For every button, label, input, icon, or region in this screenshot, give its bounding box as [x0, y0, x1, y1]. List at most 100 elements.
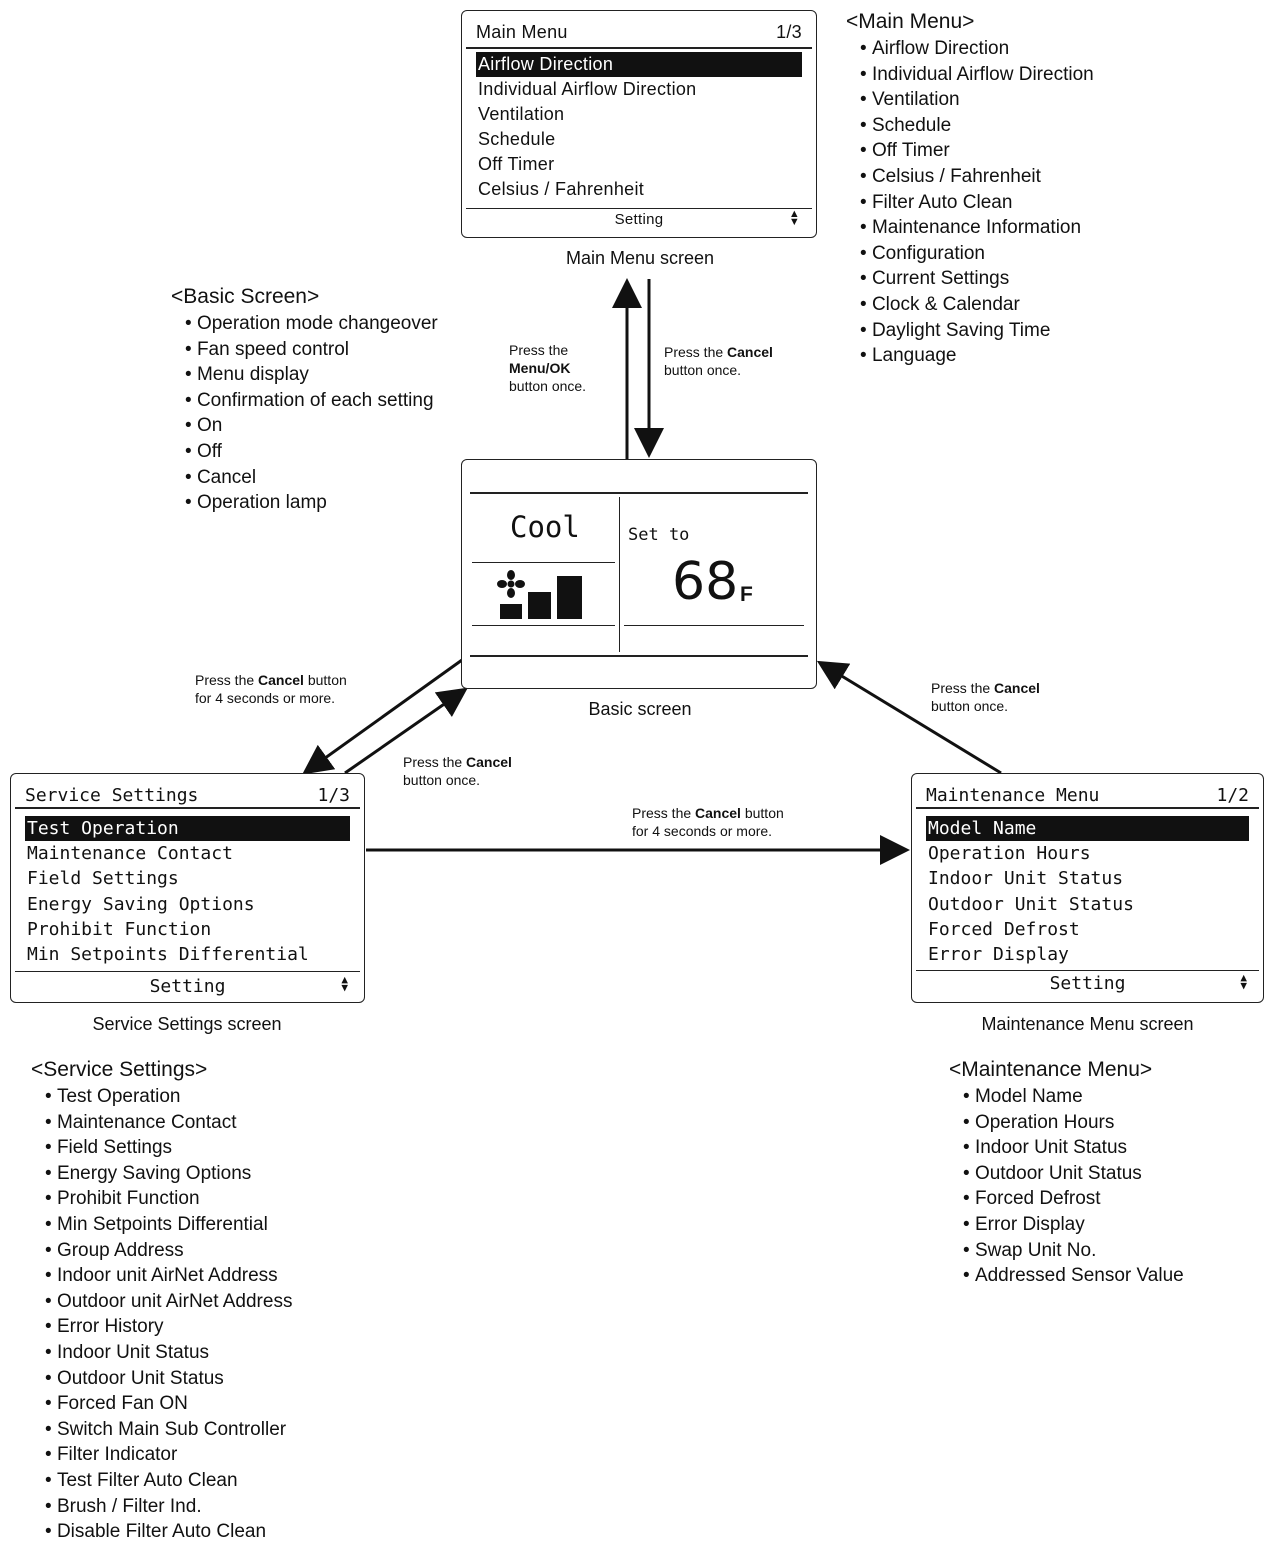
basic-screen-list: <Basic Screen> Operation mode changeover…	[171, 283, 438, 516]
list-item: Energy Saving Options	[45, 1161, 292, 1187]
up-down-icon: ▲▼	[788, 208, 800, 228]
list-item: Indoor Unit Status	[45, 1340, 292, 1366]
arrow-maint-to-basic	[816, 660, 1002, 775]
service-page: 1/3	[317, 785, 350, 806]
list-item: Forced Fan ON	[45, 1391, 292, 1417]
main-menu-title: Main Menu	[476, 22, 568, 42]
list-item: Airflow Direction	[860, 36, 1094, 62]
note-to-maintenance: Press the Cancel button for 4 seconds or…	[632, 805, 784, 839]
menu-item[interactable]: Outdoor Unit Status	[928, 893, 1134, 915]
list-item: Maintenance Contact	[45, 1110, 292, 1136]
list-item: Schedule	[860, 113, 1094, 139]
note-from-maintenance: Press the Cancel button once.	[931, 680, 1040, 714]
temperature-unit: F	[740, 583, 753, 606]
menu-item[interactable]: Ventilation	[478, 104, 565, 124]
service-list-title: <Service Settings>	[31, 1058, 208, 1081]
arrow-basic-to-service	[302, 658, 463, 775]
list-item: Operation mode changeover	[185, 311, 438, 337]
list-item: Cancel	[185, 465, 438, 491]
list-item: Current Settings	[860, 266, 1094, 292]
menu-item[interactable]: Energy Saving Options	[27, 893, 255, 915]
list-item: Forced Defrost	[963, 1186, 1184, 1212]
main-menu-caption: Main Menu screen	[565, 248, 715, 268]
menu-item[interactable]: Celsius / Fahrenheit	[478, 179, 645, 199]
set-to-label: Set to	[628, 525, 690, 545]
list-item: Off	[185, 439, 438, 465]
list-item: Brush / Filter Ind.	[45, 1494, 292, 1520]
list-item: Daylight Saving Time	[860, 318, 1094, 344]
list-item: Outdoor Unit Status	[963, 1161, 1184, 1187]
menu-item[interactable]: Indoor Unit Status	[928, 868, 1124, 890]
list-item: Indoor unit AirNet Address	[45, 1263, 292, 1289]
note-from-main-menu: Press the Cancel button once.	[664, 344, 773, 378]
list-item: Celsius / Fahrenheit	[860, 164, 1094, 190]
list-item: Configuration	[860, 241, 1094, 267]
list-item: Filter Indicator	[45, 1442, 292, 1468]
main-menu-list: <Main Menu> Airflow DirectionIndividual …	[846, 8, 1094, 369]
main-menu-footer: Setting	[614, 211, 664, 228]
menu-item[interactable]: Individual Airflow Direction	[478, 79, 697, 99]
up-down-icon: ▲▼	[341, 973, 348, 994]
maint-page: 1/2	[1216, 785, 1249, 806]
menu-item[interactable]: Schedule	[478, 129, 556, 149]
list-item: Operation Hours	[963, 1110, 1184, 1136]
menu-item[interactable]: Forced Defrost	[928, 918, 1080, 940]
arrow-service-to-basic	[344, 687, 468, 775]
maint-caption: Maintenance Menu screen	[981, 1014, 1194, 1034]
list-item: Ventilation	[860, 87, 1094, 113]
list-item: Outdoor unit AirNet Address	[45, 1289, 293, 1315]
note-to-service: Press the Cancel button for 4 seconds or…	[195, 672, 347, 706]
menu-item[interactable]: Min Setpoints Differential	[27, 944, 309, 966]
service-title: Service Settings	[25, 785, 199, 806]
list-item: Test Filter Auto Clean	[45, 1468, 292, 1494]
list-item: Language	[860, 343, 1094, 369]
menu-item[interactable]: Prohibit Function	[27, 918, 212, 940]
list-item: Fan speed control	[185, 337, 438, 363]
list-item: Test Operation	[45, 1084, 292, 1110]
selected-menu-item[interactable]: Model Name	[926, 816, 1249, 842]
menu-item[interactable]: Field Settings	[27, 868, 179, 890]
list-item: Switch Main Sub Controller	[45, 1417, 292, 1443]
main-menu-list-title: <Main Menu>	[846, 10, 975, 33]
maint-list-title: <Maintenance Menu>	[949, 1058, 1153, 1081]
list-item: Indoor Unit Status	[963, 1135, 1184, 1161]
list-item: Clock & Calendar	[860, 292, 1094, 318]
fan-speed-icon	[497, 570, 582, 619]
service-footer: Setting	[149, 976, 226, 997]
service-settings-list: <Service Settings> Test OperationMainten…	[31, 1056, 293, 1545]
list-item: Disable Filter Auto Clean	[45, 1519, 292, 1545]
basic-screen-caption: Basic screen	[588, 699, 692, 719]
list-item: Group Address	[45, 1238, 292, 1264]
menu-item[interactable]: Operation Hours	[928, 843, 1091, 865]
list-item: Outdoor Unit Status	[45, 1366, 292, 1392]
menu-item[interactable]: Off Timer	[478, 154, 555, 174]
list-item: Operation lamp	[185, 490, 438, 516]
list-item: Error Display	[963, 1212, 1184, 1238]
list-item: Individual Airflow Direction	[860, 62, 1094, 88]
list-item: Addressed Sensor Value	[963, 1263, 1184, 1289]
main-menu-page: 1/3	[776, 22, 802, 42]
selected-menu-item[interactable]: Airflow Direction	[476, 52, 802, 77]
service-caption: Service Settings screen	[92, 1014, 282, 1034]
note-to-main-menu: Press the Menu/OK button once.	[509, 342, 587, 394]
list-item: Maintenance Information	[860, 215, 1094, 241]
mode-label: Cool	[510, 510, 580, 544]
maint-title: Maintenance Menu	[926, 785, 1100, 806]
set-temperature: 68	[672, 552, 739, 612]
note-from-service: Press the Cancel button once.	[403, 754, 512, 788]
selected-menu-item[interactable]: Test Operation	[25, 816, 350, 842]
basic-screen: Cool Set to 68 F	[461, 459, 817, 689]
basic-screen-list-title: <Basic Screen>	[171, 285, 320, 308]
list-item: Menu display	[185, 362, 438, 388]
menu-item[interactable]: Error Display	[928, 944, 1069, 966]
list-item: Off Timer	[860, 138, 1094, 164]
menu-item[interactable]: Maintenance Contact	[27, 843, 233, 865]
list-item: Confirmation of each setting	[185, 388, 438, 414]
